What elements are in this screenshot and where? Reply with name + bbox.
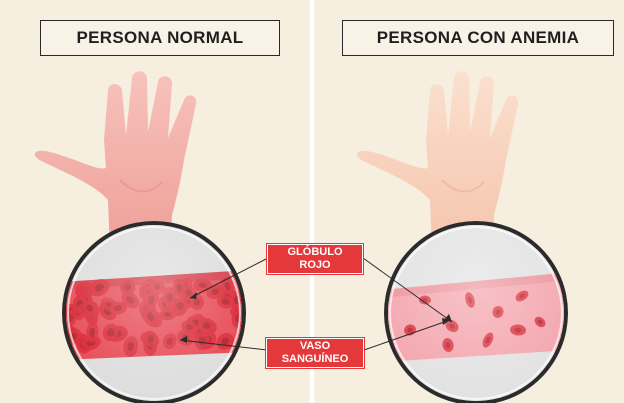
magnifier-anemia <box>382 221 572 403</box>
label-vaso-line1: VASO <box>300 340 330 353</box>
label-globulo-rojo: GLÓBULO ROJO <box>267 244 363 274</box>
title-normal: PERSONA NORMAL <box>40 20 280 56</box>
label-vaso-sanguineo: VASO SANGUÍNEO <box>266 338 364 368</box>
label-globulo-line1: GLÓBULO <box>288 246 343 259</box>
label-vaso-line2: SANGUÍNEO <box>282 353 349 366</box>
label-globulo-line2: ROJO <box>299 259 330 272</box>
title-anemia: PERSONA CON ANEMIA <box>342 20 614 56</box>
magnifier-normal <box>60 221 250 403</box>
